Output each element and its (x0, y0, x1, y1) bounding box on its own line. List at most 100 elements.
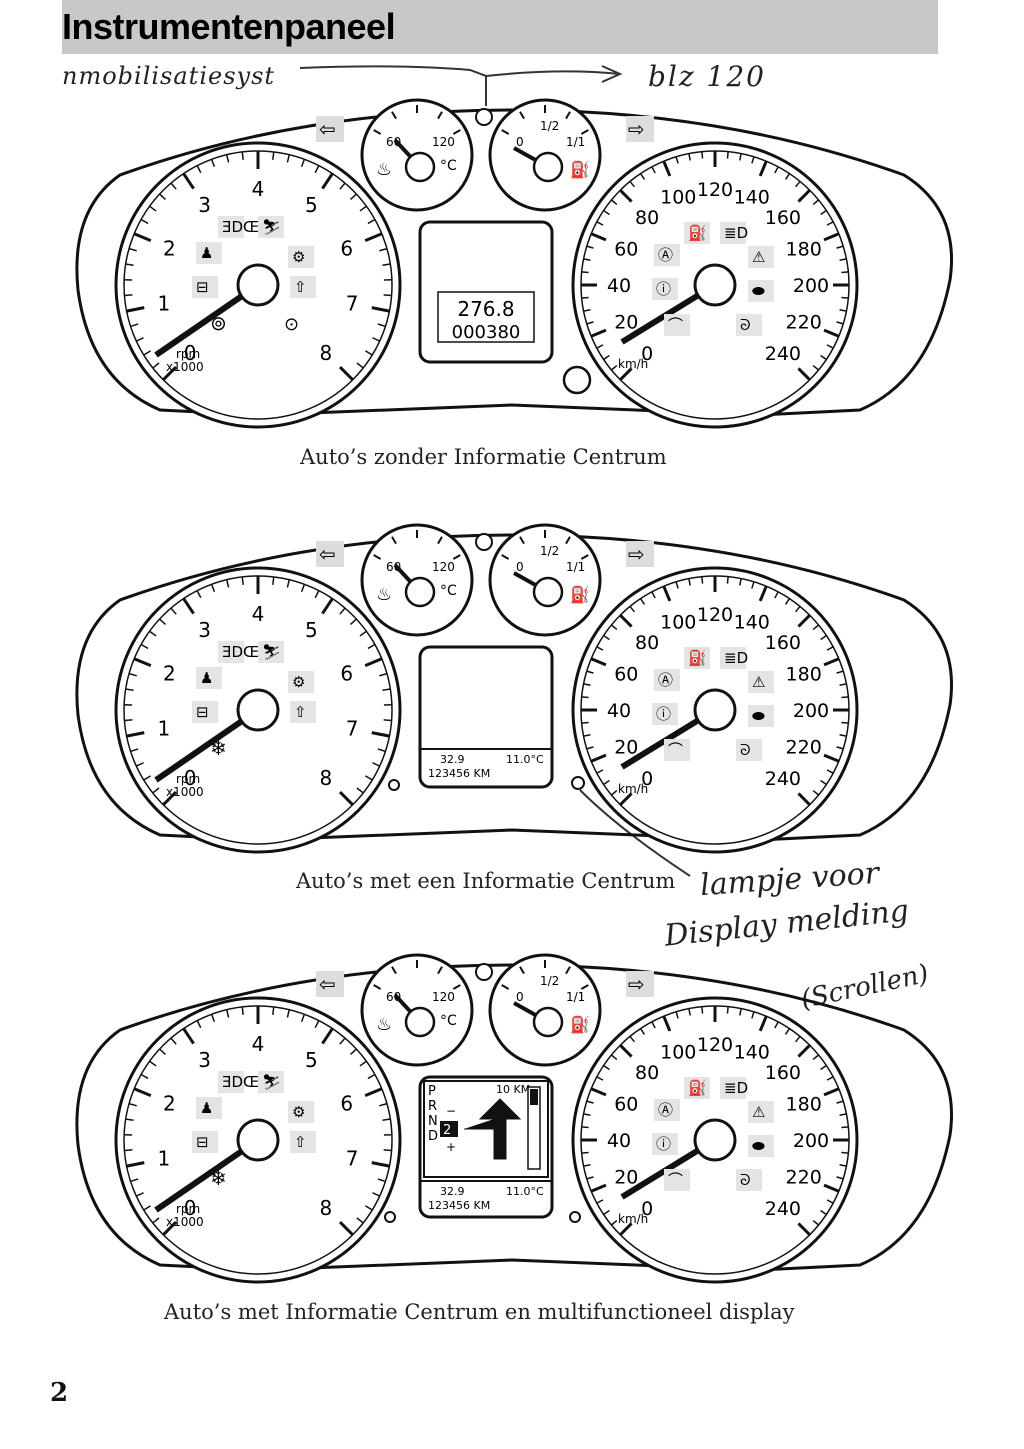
speedometer-tick (841, 1126, 849, 1129)
speedometer-tick (701, 1006, 704, 1014)
tachometer-hub (236, 263, 280, 307)
speedometer-tick (583, 1113, 591, 1116)
tachometer-tick (225, 1009, 230, 1018)
tachometer-tick (135, 762, 144, 767)
page-number: 2 (50, 1378, 69, 1408)
cruise-control-icon: ⌒ (668, 316, 683, 334)
speedometer-tick (812, 199, 820, 206)
page-title: Instrumentenpaneel (62, 6, 396, 47)
oil-pressure-icon: ⚙ (292, 1103, 305, 1121)
speedometer-tick (603, 634, 610, 641)
temp-hub (404, 151, 436, 183)
abs-icon-box (654, 669, 680, 691)
info-temp-readout: 11.0°C (506, 1185, 544, 1198)
speedometer-tick (603, 1064, 610, 1071)
speed-tick-label: 160 (765, 207, 801, 229)
oil-pressure-icon: ⚙ (292, 248, 305, 266)
speedometer-tick (823, 657, 840, 667)
speedometer-tick (820, 209, 827, 216)
reset-button (562, 365, 592, 395)
temp-tick (452, 984, 461, 990)
speedometer-tick (610, 1219, 618, 1226)
speed-tick-label: 40 (607, 700, 631, 722)
speedometer-tick (841, 1151, 849, 1154)
tachometer-tick (124, 1149, 133, 1152)
tachometer-tick (300, 159, 306, 168)
temp-tick (437, 536, 443, 545)
battery-icon: ⊟ (196, 703, 209, 721)
tachometer-tick (182, 172, 195, 190)
speedometer-tick (596, 1076, 604, 1081)
speed-tick-label: 200 (793, 275, 829, 297)
speed-tick-label: 220 (786, 737, 822, 759)
speedometer-tick (581, 271, 589, 274)
glow-plug-icon: ᘐ (740, 316, 751, 334)
speed-tick-label: 0 (641, 1198, 653, 1220)
speedometer-tick (603, 209, 610, 216)
speed-tick-label: 20 (614, 737, 638, 759)
speed-tick-label: 240 (765, 1198, 801, 1220)
tachometer-tick (367, 218, 376, 225)
speedometer-tick (581, 1126, 589, 1129)
speedometer-tick (823, 1183, 840, 1193)
glow-plug-icon: ᘐ (740, 741, 751, 759)
speed-tick-label: 180 (786, 1093, 822, 1115)
tachometer-tick (125, 263, 134, 267)
sidelight-icon: ƎDŒ (222, 643, 259, 661)
traction-icon: ⚠ (752, 248, 765, 266)
abs-icon: Ⓐ (658, 246, 673, 264)
handwritten-immobiliser-note: nmobilisatiesyst (62, 62, 276, 90)
brake-warning-icon: ⓘ (656, 280, 671, 298)
fuel-tick (501, 129, 510, 135)
odometer-lcd (437, 291, 535, 343)
tachometer-tick (371, 1161, 390, 1168)
info-fuel-readout: 32.9 (440, 753, 465, 766)
battery-icon-box (192, 276, 218, 298)
fuel-tick (580, 554, 589, 560)
tachometer-tick (350, 618, 357, 626)
centre-display-housing (418, 645, 554, 789)
tachometer-hub (236, 688, 280, 732)
tachometer-tick (339, 182, 346, 190)
tachometer-tick (300, 1014, 306, 1023)
low-fuel-icon: ⛽ (688, 1079, 707, 1097)
cruise-control-icon-box (664, 314, 690, 336)
tachometer-tick (128, 672, 137, 677)
turn-right-icon: ⇨ (628, 117, 645, 141)
brake-warning-icon-box (652, 278, 678, 300)
speedometer-tick (586, 1176, 594, 1180)
speedometer-tick (820, 634, 827, 641)
speedometer-tick (675, 581, 679, 589)
tachometer-tick (133, 657, 152, 667)
fuel-pump-icon: ⛽ (570, 1015, 590, 1034)
fuel-pump-icon: ⛽ (570, 585, 590, 604)
glow-plug-icon-box (736, 739, 762, 761)
tachometer-tick (338, 1220, 354, 1236)
speedometer-tick (758, 585, 768, 602)
speed-tick-label: 140 (734, 186, 770, 208)
speed-tick-label: 40 (607, 1130, 631, 1152)
rpm-tick-label: 0 (184, 341, 197, 365)
battery-icon: ⊟ (196, 278, 209, 296)
tachometer-tick (143, 775, 151, 781)
speedometer-tick (836, 1176, 844, 1180)
speedometer-tick (583, 258, 591, 261)
speedometer-tick (812, 1054, 820, 1061)
tachometer-tick (383, 719, 392, 722)
trip-readout: 276.8 (457, 297, 514, 321)
speedometer-tick (590, 1087, 607, 1097)
tachometer-tick (382, 688, 391, 692)
tachometer-tick (128, 247, 137, 252)
low-fuel-icon-box (684, 1077, 710, 1099)
speed-tick-label: 220 (786, 312, 822, 334)
glow-plug-icon-box (736, 314, 762, 336)
speedometer-tick (639, 1028, 646, 1035)
speedometer-tick (610, 624, 618, 631)
fuel-pump-icon: ⛽ (570, 160, 590, 179)
temp-high-label: 120 (432, 560, 455, 574)
traction-icon-box (748, 246, 774, 268)
tachometer-tick (210, 1014, 216, 1023)
speedometer-tick (797, 189, 811, 203)
tachometer-tick (225, 579, 230, 588)
battery-icon: ⊟ (196, 1133, 209, 1151)
